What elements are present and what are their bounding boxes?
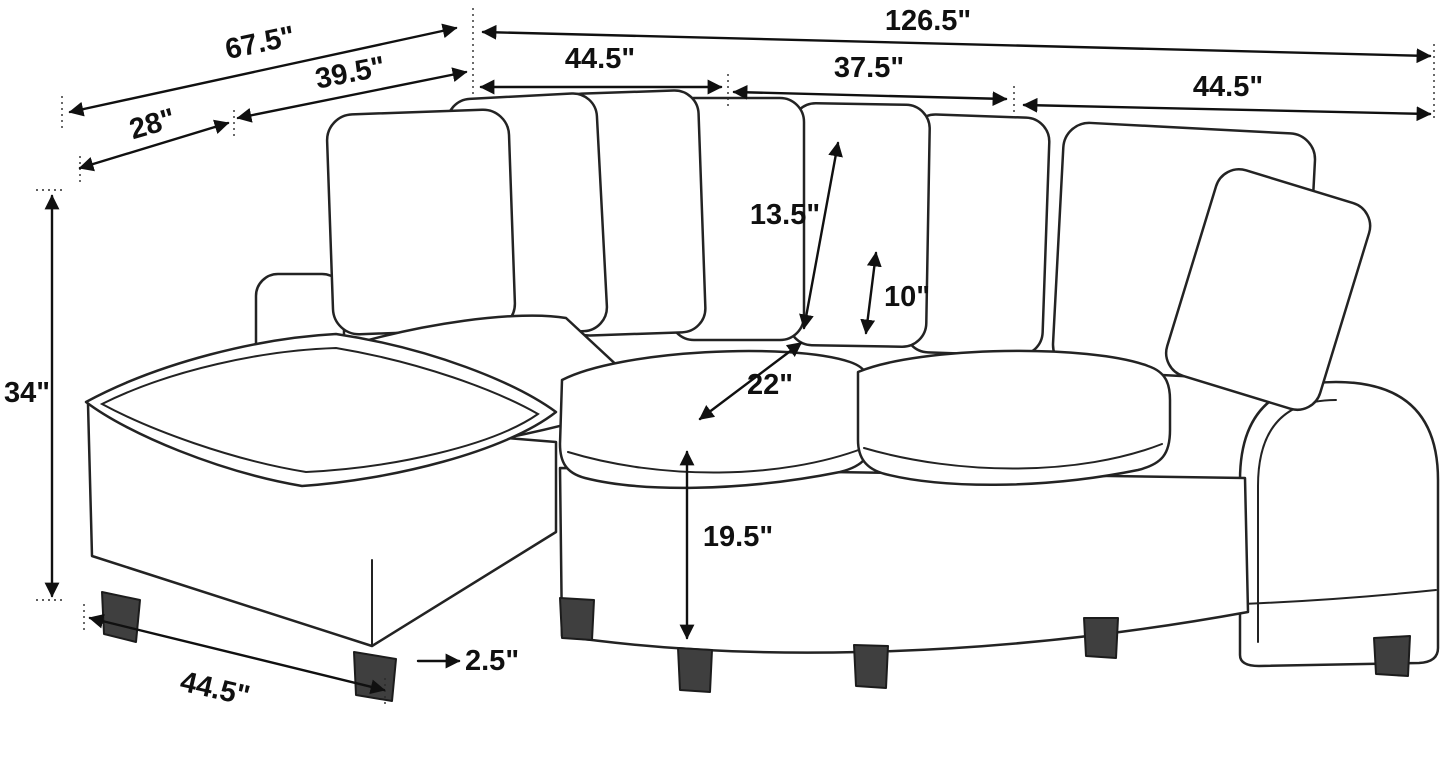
dimension-arrow-seat-depth: [698, 341, 803, 421]
dimension-arrow-overall-width: [481, 24, 1432, 64]
dimension-annotations: [44, 23, 1432, 695]
dimension-label-overall-width: 126.5": [885, 5, 971, 37]
dimension-label-ottoman-width: 44.5": [177, 666, 253, 713]
back-pillow-angled-right: [1164, 168, 1372, 411]
dimension-arrow-middle-seat: [732, 84, 1008, 107]
dimension-label-overall-height: 34": [4, 377, 50, 409]
right-arm-base-seam: [1241, 589, 1437, 605]
sofa-leg: [353, 651, 397, 702]
sofa-leg: [853, 644, 889, 689]
dimension-label-seat-height: 19.5": [703, 521, 773, 553]
right-arm: [1238, 380, 1440, 668]
dimension-arrow-right-seat: [1022, 97, 1432, 122]
dimension-arrow-ottoman-width: [88, 613, 386, 695]
dimension-label-large-pillow: 13.5": [750, 199, 820, 231]
sofa-leg: [101, 591, 141, 643]
seat-cushion-right: [856, 349, 1172, 487]
sofa-leg: [559, 597, 595, 641]
dimension-label-left-seat: 44.5": [565, 43, 635, 75]
dimension-label-small-pillow: 10": [884, 281, 930, 313]
dimension-label-middle-seat: 37.5": [834, 52, 904, 84]
right-arm-roll-seam: [1257, 399, 1337, 643]
corner-pillow: [325, 108, 517, 336]
sofa-leg: [677, 647, 713, 693]
sofa-leg: [1373, 635, 1411, 677]
dimension-label-chaise-outer: 67.5": [222, 20, 297, 66]
dimension-label-leg-height: 2.5": [465, 645, 519, 677]
dimension-arrow-large-pillow: [799, 141, 843, 330]
extension-lines: [36, 8, 1435, 704]
seat-cushion-right-piping: [863, 443, 1163, 470]
dimension-label-right-seat: 44.5": [1193, 71, 1263, 103]
dimension-label-seat-depth: 22": [747, 369, 793, 401]
seat-cushion-left: [558, 349, 874, 490]
sofa-leg: [1083, 617, 1119, 659]
dimension-arrow-back-depth: [78, 119, 230, 172]
ottoman-cushion-piping: [99, 346, 540, 474]
dimension-arrow-small-pillow: [860, 251, 882, 335]
sofa-base: [558, 466, 1250, 654]
seat-cushion-left-piping: [567, 447, 865, 474]
dimension-arrow-chaise-inner: [236, 67, 468, 123]
